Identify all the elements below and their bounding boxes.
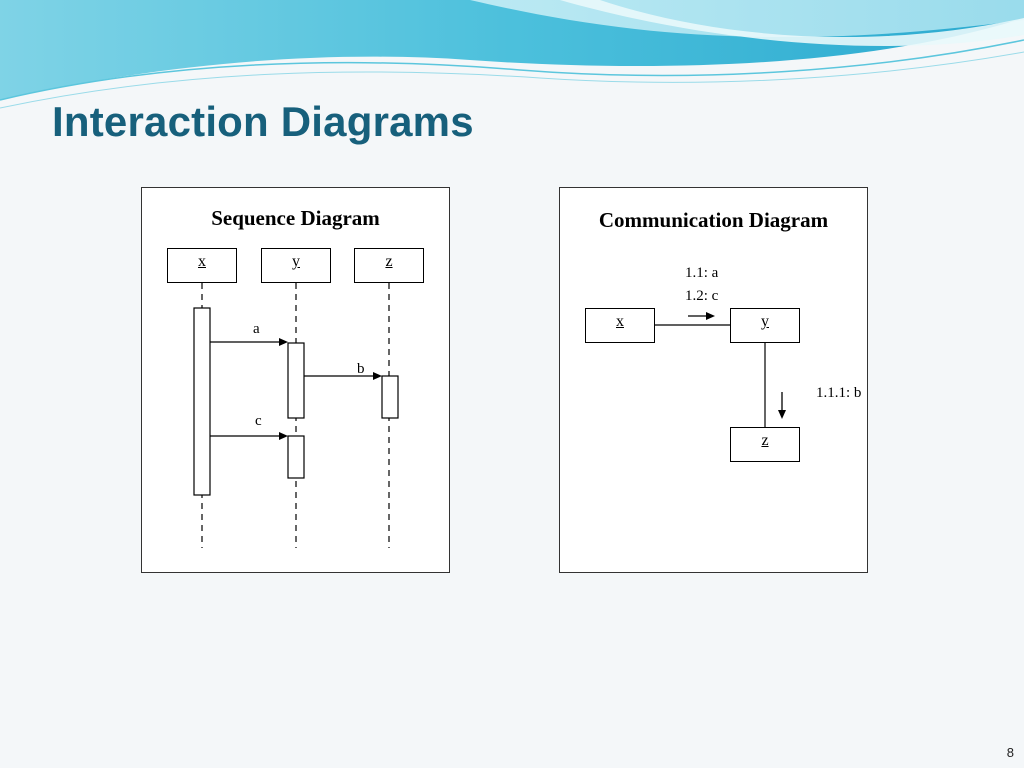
communication-diagram-title: Communication Diagram [598,208,829,232]
arrowhead-y-z [778,410,786,419]
communication-object-x: x [585,308,655,343]
activation-x [193,307,211,496]
arrowhead-a [279,338,288,346]
activation-y-2 [287,435,305,479]
communication-diagram-drawing [655,312,786,427]
arrowhead-c [279,432,288,440]
arrowhead-b [373,372,382,380]
activation-y-1 [287,342,305,419]
sequence-diagram-title: Sequence Diagram [211,206,380,230]
sequence-object-x: x [167,248,237,283]
arrowhead-x-y [706,312,715,320]
page-number: 8 [1006,745,1014,760]
message-label-a: a [253,321,260,337]
communication-object-y: y [730,308,800,343]
sequence-diagram-panel: Sequence Diagram x y z a b c [141,187,450,573]
activation-z [381,375,399,419]
sequence-object-y: y [261,248,331,283]
message-label-c: c [255,413,262,429]
communication-object-z: z [730,427,800,462]
sequence-diagram-drawing [193,283,399,548]
message-label-b: b [357,361,365,377]
header-wave-decoration [0,0,1024,109]
message-label-1-1-1-b: 1.1.1: b [816,385,862,401]
slide-title: Interaction Diagrams [52,98,474,145]
sequence-object-z: z [354,248,424,283]
communication-diagram-panel: Communication Diagram x y z 1.1: a 1.2: … [559,187,868,573]
message-label-1-2-c: 1.2: c [685,288,719,304]
message-label-1-1-a: 1.1: a [685,265,719,281]
